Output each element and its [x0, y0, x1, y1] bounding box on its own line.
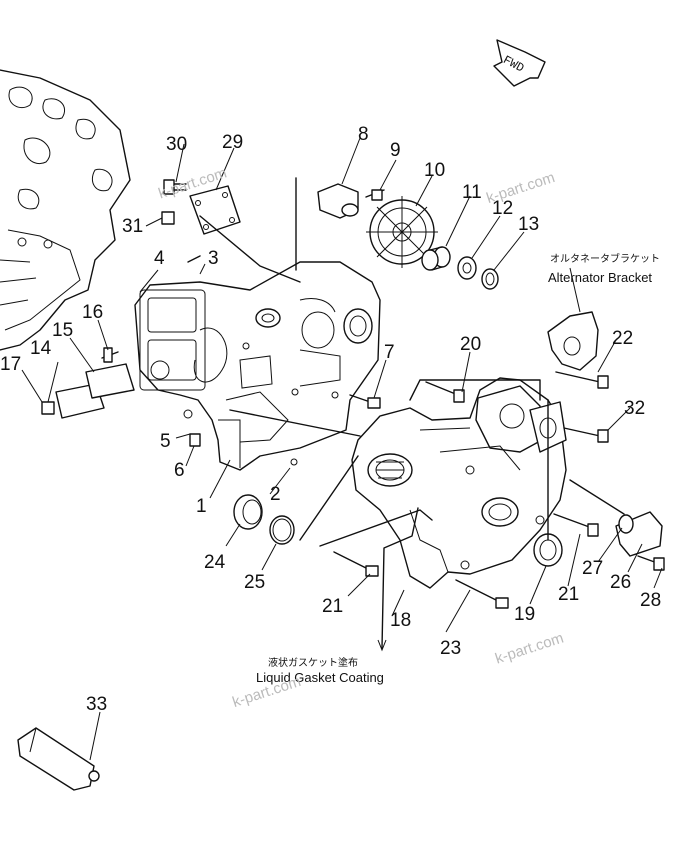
side-plate [55, 363, 135, 419]
callout-5: 5 [160, 431, 171, 452]
leader-lines [21, 137, 663, 761]
watermark-text: k-part.com [484, 169, 557, 207]
callout-23: 23 [440, 638, 461, 659]
labels: オルタネータブラケット Alternator Bracket 液状ガスケット塗布… [256, 252, 660, 685]
callout-17: 17 [0, 354, 21, 375]
callout-9: 9 [390, 140, 401, 161]
cover-plate [189, 185, 241, 235]
plug [233, 494, 263, 530]
callout-15: 15 [52, 320, 73, 341]
callout-24: 24 [204, 552, 226, 573]
callout-26: 26 [610, 572, 631, 593]
callout-25: 25 [244, 572, 265, 593]
callout-13: 13 [518, 214, 539, 235]
watermark-text: k-part.com [493, 629, 566, 667]
callout-3: 3 [208, 248, 219, 269]
alternator-bracket [547, 311, 599, 371]
callout-12: 12 [492, 198, 513, 219]
fwd-arrow-icon: FWD [493, 39, 546, 87]
snap-ring [481, 268, 499, 290]
callout-1: 1 [196, 496, 207, 517]
callout-2: 2 [270, 484, 281, 505]
callout-6: 6 [174, 460, 185, 481]
callout-21a: 21 [322, 596, 343, 617]
callout-30: 30 [166, 134, 187, 155]
thrust-washer [457, 256, 477, 280]
alternator-bracket-jp-label: オルタネータブラケット [550, 252, 660, 265]
o-ring [269, 515, 295, 545]
callout-28: 28 [640, 590, 661, 611]
bushing [421, 246, 451, 271]
idler-gear [366, 196, 438, 268]
callout-29: 29 [222, 132, 243, 153]
callout-21b: 21 [558, 584, 579, 605]
gear-case [134, 261, 381, 471]
gasket-label: Liquid Gasket Coating [256, 670, 384, 685]
sealant-tube [17, 727, 100, 791]
callout-22: 22 [612, 328, 633, 349]
callout-27: 27 [582, 558, 603, 579]
callout-4: 4 [154, 248, 165, 269]
callout-numbers: 1 2 3 4 5 6 7 8 9 10 11 12 13 14 15 16 1… [0, 124, 661, 715]
front-cover [351, 377, 567, 589]
idler-shaft [317, 183, 359, 219]
callout-11: 11 [462, 182, 482, 203]
callout-14: 14 [30, 338, 52, 359]
callout-20: 20 [460, 334, 481, 355]
small-o-ring [618, 514, 634, 534]
cylinder-block [0, 69, 131, 351]
callout-8: 8 [358, 124, 369, 145]
callout-16: 16 [82, 302, 103, 323]
callout-19: 19 [514, 604, 535, 625]
callout-32: 32 [624, 398, 645, 419]
alternator-bracket-label: Alternator Bracket [548, 270, 652, 285]
bolts [41, 179, 665, 609]
gasket-jp-label: 液状ガスケット塗布 [268, 656, 358, 669]
callout-31: 31 [122, 216, 143, 237]
callout-7: 7 [384, 342, 395, 363]
callout-18: 18 [390, 610, 411, 631]
callout-33: 33 [86, 694, 107, 715]
callout-10: 10 [424, 160, 445, 181]
